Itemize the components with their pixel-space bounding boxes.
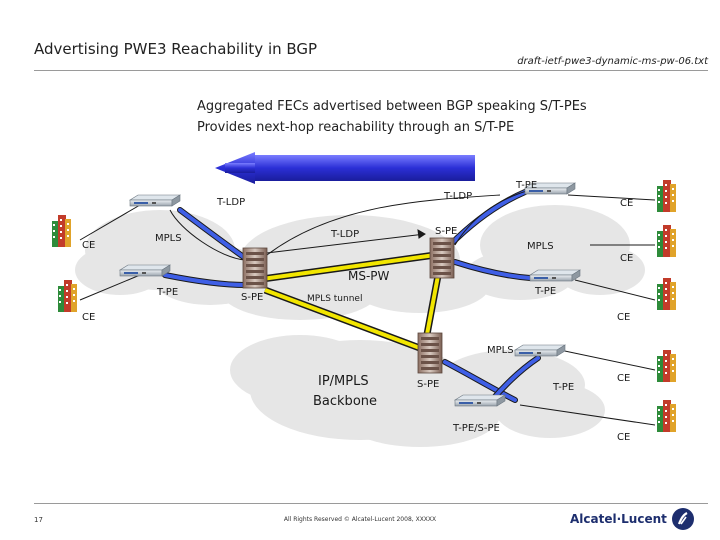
- label-t-pe-top: T-PE: [515, 180, 537, 191]
- copyright: All Rights Reserved © Alcatel-Lucent 200…: [283, 516, 437, 523]
- label-t-pe-right: T-PE: [534, 286, 556, 297]
- building-icon: [657, 180, 676, 212]
- switch-icon: [119, 264, 171, 277]
- label-ce: CE: [617, 432, 630, 443]
- label-t-ldp-right: T-LDP: [443, 191, 472, 202]
- router-icon: [242, 247, 268, 289]
- t-ldp-arcs: [169, 189, 531, 261]
- router-icon: [417, 332, 443, 374]
- label-backbone-1: IP/MPLS: [318, 374, 369, 389]
- mpls-tunnel: [254, 251, 444, 354]
- label-t-pe-left: T-PE: [156, 287, 178, 298]
- label-t-ldp-left: T-LDP: [216, 197, 245, 208]
- label-ce: CE: [617, 312, 630, 323]
- slide-title: Advertising PWE3 Reachability in BGP: [34, 40, 318, 58]
- label-mpls-tunnel: MPLS tunnel: [307, 294, 362, 304]
- subtitle: Aggregated FECs advertised between BGP s…: [197, 96, 587, 138]
- alcatel-lucent-logo-icon: [671, 508, 694, 530]
- switch-icon: [129, 194, 181, 207]
- company-logo: Alcatel·Lucent: [570, 506, 695, 532]
- building-icon: [657, 278, 676, 310]
- label-ce: CE: [620, 198, 633, 209]
- label-s-pe-top: S-PE: [435, 226, 457, 237]
- label-backbone-2: Backbone: [313, 394, 377, 409]
- label-ce: CE: [82, 240, 95, 251]
- label-ce: CE: [617, 373, 630, 384]
- ce-links: [79, 194, 656, 426]
- label-s-pe-left: S-PE: [241, 292, 263, 303]
- label-t-ldp-mid: T-LDP: [330, 229, 359, 240]
- label-t-pe-s-pe: T-PE/S-PE: [452, 423, 500, 434]
- label-t-pe-bottom: T-PE: [552, 382, 574, 393]
- building-icon: [52, 215, 71, 247]
- router-icon: [429, 237, 455, 279]
- footer-rule: [34, 503, 708, 504]
- label-ce: CE: [82, 312, 95, 323]
- switch-icon: [454, 394, 506, 407]
- title-rule: [34, 70, 708, 71]
- label-s-pe-bottom: S-PE: [417, 379, 439, 390]
- label-ce: CE: [620, 253, 633, 264]
- label-mpls-right: MPLS: [527, 241, 554, 252]
- mpls-links: [162, 189, 541, 403]
- draft-reference: draft-ietf-pwe3-dynamic-ms-pw-06.txt: [517, 56, 708, 67]
- bgp-advertisement-arrow: [215, 152, 475, 184]
- label-ms-pw: MS-PW: [348, 269, 390, 283]
- label-mpls-bottom: MPLS: [487, 345, 514, 356]
- building-icon: [58, 280, 77, 312]
- subtitle-line-1: Aggregated FECs advertised between BGP s…: [197, 99, 587, 114]
- switch-icon: [514, 344, 566, 357]
- building-icon: [657, 400, 676, 432]
- building-icon: [657, 350, 676, 382]
- subtitle-line-2: Provides next-hop reachability through a…: [197, 120, 515, 135]
- building-icon: [657, 225, 676, 257]
- label-mpls-left: MPLS: [155, 233, 182, 244]
- page-number: 17: [34, 516, 43, 524]
- logo-text: Alcatel·Lucent: [570, 512, 667, 526]
- switch-icon: [529, 269, 581, 282]
